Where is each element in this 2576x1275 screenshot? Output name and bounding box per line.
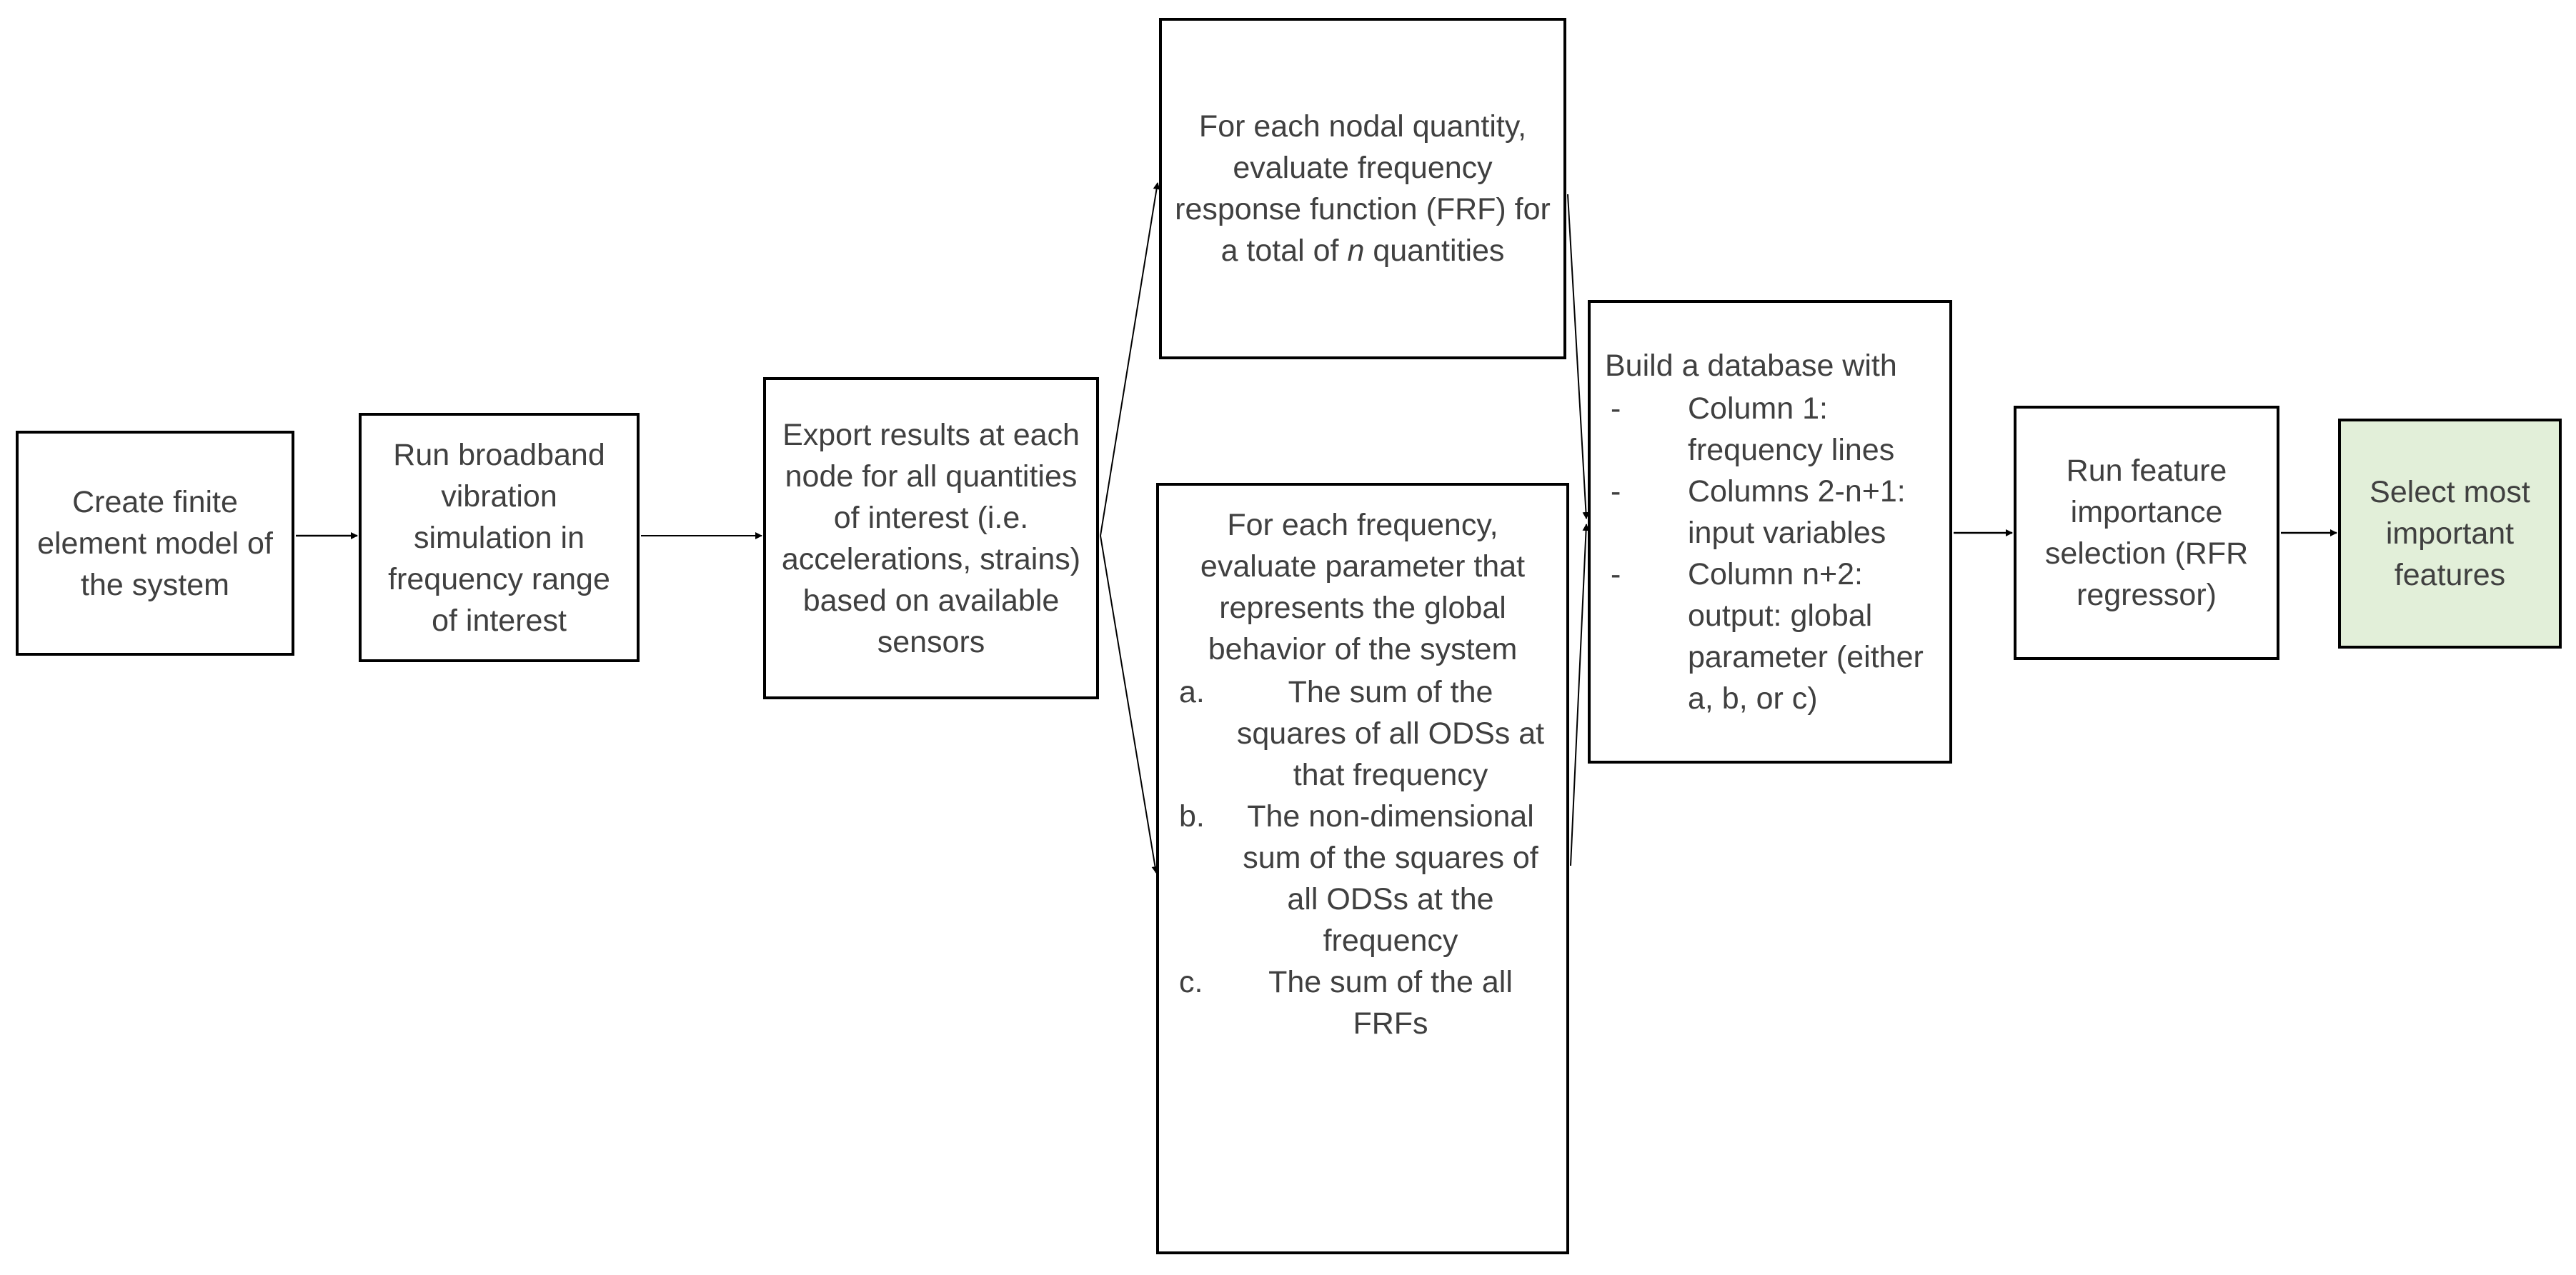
export-results-box: Export results at each node for all quan… [763, 377, 1099, 699]
arrow-frf-to-database [1567, 194, 1590, 519]
dash-marker: - [1611, 556, 1621, 591]
frf-text-after: quantities [1364, 234, 1505, 268]
frf-n-variable: n [1347, 234, 1365, 268]
dash-marker: - [1611, 391, 1621, 426]
database-item-columns-inputs: - Columns 2-n+1: input variables [1605, 471, 1942, 554]
option-marker: b. [1179, 799, 1205, 834]
option-text: The sum of the all FRFs [1268, 965, 1513, 1041]
create-model-box: Create finite element model of the syste… [16, 431, 294, 656]
option-a: a. The sum of the squares of all ODSs at… [1169, 671, 1556, 796]
database-item-column-1: - Column 1: frequency lines [1605, 388, 1942, 471]
frf-evaluation-text: For each nodal quantity, evaluate freque… [1172, 106, 1553, 271]
frf-text-before: For each nodal quantity, evaluate freque… [1175, 109, 1551, 268]
global-parameter-box: For each frequency, evaluate parameter t… [1156, 483, 1569, 1254]
database-columns-list: - Column 1: frequency lines - Columns 2-… [1605, 388, 1942, 719]
feature-selection-box: Run feature importance selection (RFR re… [2014, 406, 2279, 660]
run-simulation-text: Run broadband vibration simulation in fr… [388, 437, 610, 638]
create-model-text: Create finite element model of the syste… [37, 484, 273, 602]
arrow-export-to-global [1100, 535, 1159, 874]
global-parameter-options: a. The sum of the squares of all ODSs at… [1169, 671, 1556, 1044]
option-marker: c. [1179, 965, 1203, 999]
dash-marker: - [1611, 474, 1621, 509]
select-features-box: Select most important features [2338, 419, 2562, 649]
export-results-text: Export results at each node for all quan… [781, 417, 1081, 659]
database-item-text: Column n+2: output: global parameter (ei… [1688, 556, 1924, 716]
database-item-text: Columns 2-n+1: input variables [1688, 474, 1906, 550]
select-features-text: Select most important features [2369, 475, 2530, 592]
arrow-global-to-database [1570, 524, 1590, 866]
option-text: The sum of the squares of all ODSs at th… [1236, 675, 1545, 792]
frf-evaluation-box: For each nodal quantity, evaluate freque… [1159, 18, 1566, 359]
run-simulation-box: Run broadband vibration simulation in fr… [359, 413, 640, 662]
option-text: The non-dimensional sum of the squares o… [1243, 799, 1538, 958]
option-b: b. The non-dimensional sum of the square… [1169, 796, 1556, 961]
database-heading: Build a database with [1605, 348, 1897, 383]
option-marker: a. [1179, 675, 1205, 709]
arrow-export-to-frf [1100, 182, 1160, 536]
option-c: c. The sum of the all FRFs [1169, 961, 1556, 1044]
database-box: Build a database with - Column 1: freque… [1588, 300, 1952, 764]
database-item-column-output: - Column n+2: output: global parameter (… [1605, 554, 1942, 719]
global-parameter-heading: For each frequency, evaluate parameter t… [1200, 508, 1526, 666]
feature-selection-text: Run feature importance selection (RFR re… [2044, 454, 2249, 612]
database-item-text: Column 1: frequency lines [1688, 391, 1895, 467]
